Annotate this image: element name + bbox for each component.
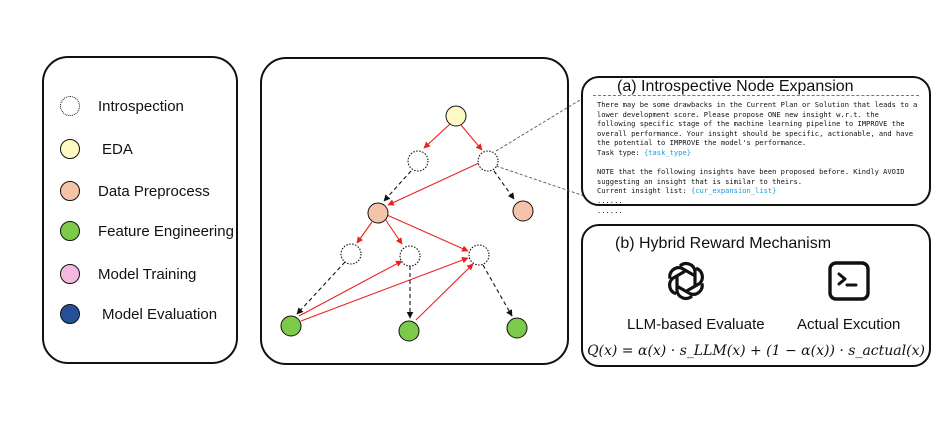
edge-root-to-intro-right [460, 124, 483, 151]
expansion-title: (a) Introspective Node Expansion [617, 78, 854, 95]
task-type-label: Task type: [597, 147, 644, 157]
legend-label: EDA [102, 140, 133, 158]
introspection-node-icon [60, 96, 80, 116]
prompt-paragraph-1: There may be some drawbacks in the Curre… [597, 100, 922, 148]
edge-fe2-to-intro-l3 [415, 263, 474, 321]
data-preprocess-node-icon [60, 181, 80, 201]
feature-engineering-node [506, 317, 528, 339]
terminal-icon [828, 261, 870, 301]
callout-line-top [495, 82, 609, 152]
model-evaluation-node-icon [60, 304, 80, 324]
reward-formula: Q(x) = α(x) · s_LLM(x) + (1 − α(x)) · s_… [583, 343, 929, 359]
edge-intro-l1-to-fe1 [296, 261, 346, 315]
insight-list-label: Current insight list: [597, 186, 691, 196]
node-expansion-panel: (a) Introspective Node Expansion There m… [581, 76, 931, 215]
legend-label: Model Evaluation [102, 305, 218, 323]
edge-intro-right-to-preprocess2 [493, 170, 515, 200]
actual-execution-label: Actual Excution [797, 316, 901, 333]
legend-item-model-evaluation: Model Evaluation [60, 302, 217, 326]
feature-engineering-node-icon [60, 221, 80, 241]
insight-list-placeholder: {cur_expansion_list} [690, 186, 777, 196]
legend-item-data-preprocess: Data Preprocess [60, 179, 210, 203]
edge-intro-l3-to-fe3 [482, 264, 513, 317]
llm-evaluate-label: LLM-based Evaluate [627, 316, 765, 333]
data-preprocess-node [367, 202, 389, 224]
formula-text: Q(x) = α(x) · s_LLM(x) + (1 − α(x)) · s_… [587, 343, 925, 359]
introspection-node [468, 244, 490, 266]
ellipsis-line: ...... [597, 195, 623, 205]
edge-root-to-intro-left [423, 123, 451, 149]
feature-engineering-node [398, 320, 420, 342]
legend-label: Introspection [98, 97, 184, 115]
prompt-paragraph-2: NOTE that the following insights have be… [597, 167, 909, 186]
edge-preprocess-to-intro-l3 [386, 214, 469, 252]
legend-item-introspection: Introspection [60, 94, 184, 118]
legend-item-feature-engineering: Feature Engineering [60, 219, 234, 243]
feature-engineering-node [280, 315, 302, 337]
prompt-text: There may be some drawbacks in the Curre… [597, 100, 921, 215]
edge-intro-right-to-preprocess [387, 162, 480, 206]
task-type-placeholder: {task_type} [643, 147, 691, 157]
model-training-node-icon [60, 264, 80, 284]
openai-logo-icon [668, 261, 704, 301]
introspection-node [477, 150, 499, 172]
eda-node-icon [60, 139, 80, 159]
hybrid-reward-panel: (b) Hybrid Reward Mechanism LLM-based Ev… [581, 224, 931, 367]
legend-label: Data Preprocess [98, 182, 210, 200]
legend-panel: Introspection EDA Data Preprocess Featur… [42, 56, 238, 364]
introspection-node [407, 150, 429, 172]
eda-node [445, 105, 467, 127]
edge-preprocess-to-intro-l2 [384, 218, 403, 245]
reward-title: (b) Hybrid Reward Mechanism [615, 235, 832, 252]
title-divider [593, 95, 919, 96]
legend-label: Feature Engineering [98, 222, 234, 240]
edge-fe1-to-intro-l2 [298, 260, 403, 317]
introspection-node [399, 245, 421, 267]
data-preprocess-node [512, 200, 534, 222]
legend-item-model-training: Model Training [60, 262, 196, 286]
edge-fe1-to-intro-l3 [300, 257, 469, 322]
legend-label: Model Training [98, 265, 197, 283]
edge-preprocess-to-intro-l1 [356, 221, 373, 244]
ellipsis-line: ...... [597, 205, 623, 215]
legend-item-eda: EDA [60, 137, 133, 161]
introspection-node [340, 243, 362, 265]
